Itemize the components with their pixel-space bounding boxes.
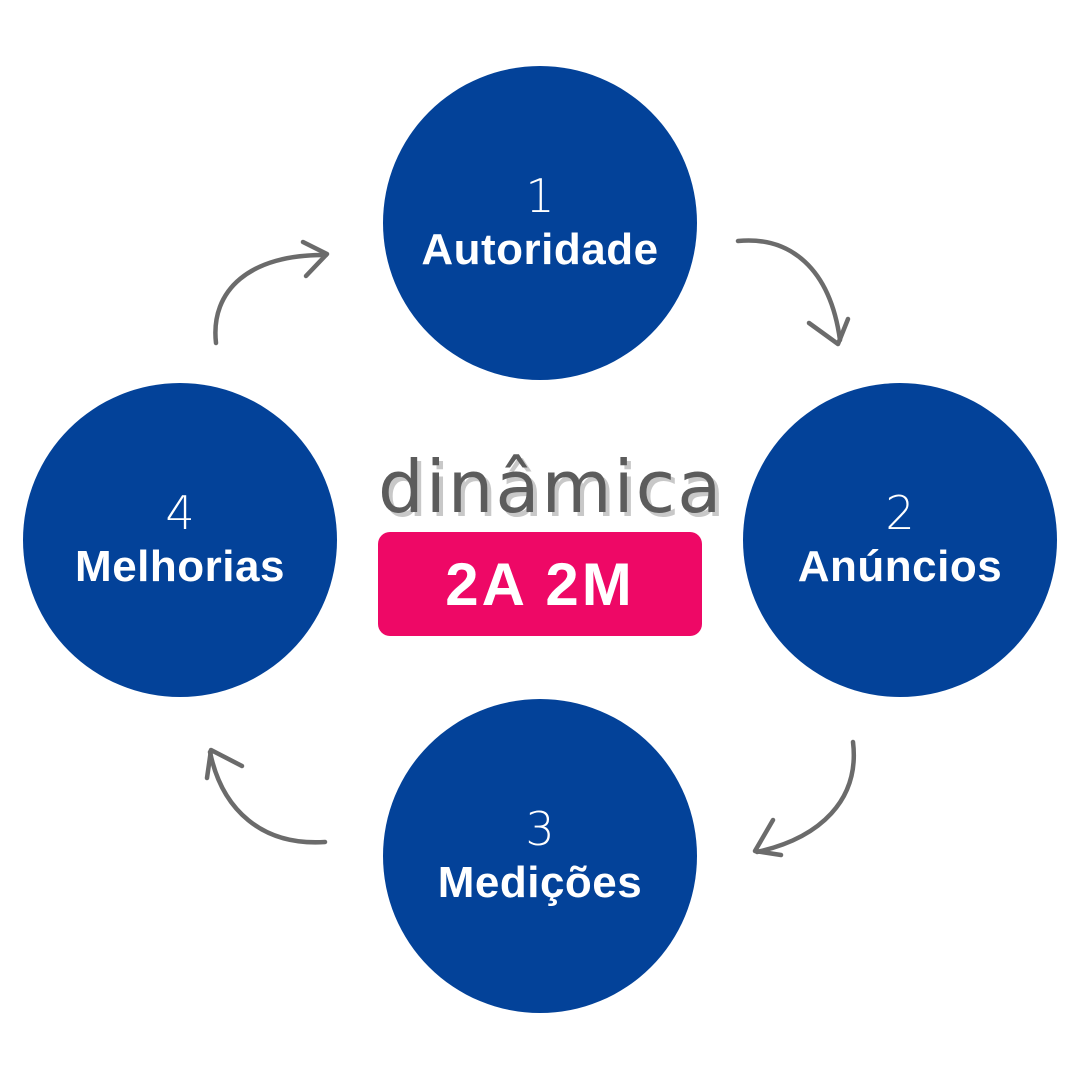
center-title-text: dinâmica bbox=[378, 445, 724, 529]
arrow-3-to-4-icon bbox=[204, 747, 328, 845]
step-1-number: 1 bbox=[525, 168, 555, 223]
step-2-label: Anúncios bbox=[797, 541, 1003, 591]
step-2-circle: 2 Anúncios bbox=[743, 383, 1057, 697]
step-3-number: 3 bbox=[525, 801, 555, 856]
center-title: dinâmica dinâmica bbox=[378, 442, 725, 533]
center-title-shadow: dinâmica bbox=[382, 449, 728, 533]
step-1-label: Autoridade bbox=[421, 224, 659, 274]
step-3-circle: 3 Medições bbox=[383, 699, 697, 1013]
step-3-label: Medições bbox=[437, 857, 643, 907]
center-badge: 2A 2M bbox=[378, 532, 702, 636]
step-4-circle: 4 Melhorias bbox=[23, 383, 337, 697]
arrow-2-to-3-icon bbox=[752, 739, 857, 858]
arrow-1-to-2-icon bbox=[735, 238, 851, 347]
arrow-4-to-1-icon bbox=[213, 239, 330, 346]
step-4-label: Melhorias bbox=[75, 541, 285, 591]
step-1-circle: 1 Autoridade bbox=[383, 66, 697, 380]
step-4-number: 4 bbox=[165, 485, 195, 540]
step-2-number: 2 bbox=[885, 485, 915, 540]
